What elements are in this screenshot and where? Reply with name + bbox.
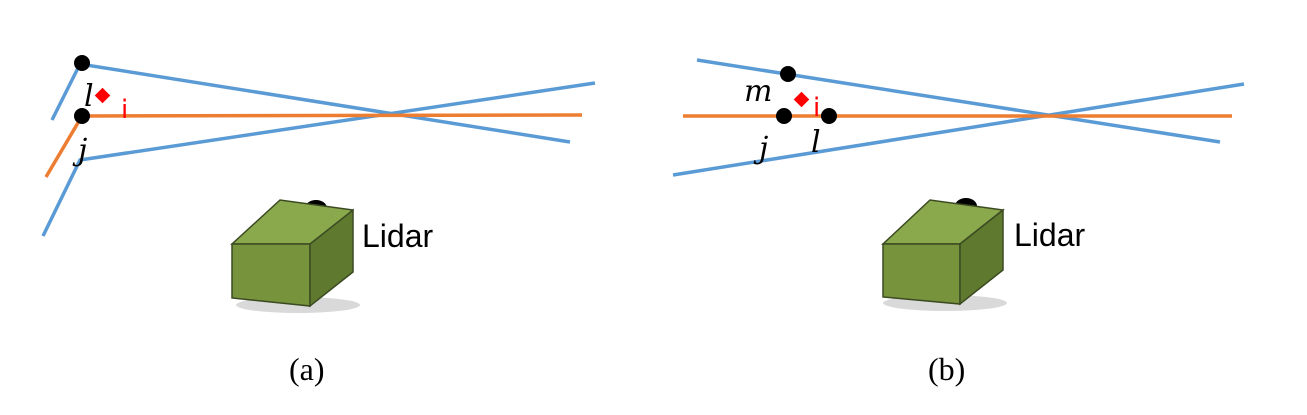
panel-b-point-j — [776, 108, 792, 124]
panel-b-lidar-box — [881, 198, 1007, 311]
panel-a: l j i Lidar (a) — [41, 55, 596, 387]
panel-a-point-j — [74, 108, 90, 124]
panel-b-label-l: l — [811, 125, 821, 160]
panel-a-lidar-box — [230, 199, 360, 313]
panel-a-lidar-side — [309, 208, 354, 308]
panel-b-lower-scan-line — [672, 82, 1245, 177]
panel-a-point-l — [74, 55, 90, 71]
panel-b-lidar-label: Lidar — [1014, 217, 1086, 253]
panel-a-label-i: i — [121, 95, 128, 125]
panel-b: m j l i Lidar (b) — [672, 58, 1245, 387]
panel-a-caption: (a) — [289, 351, 325, 387]
panel-a-upper-scan-line — [50, 62, 571, 144]
panel-a-lidar-label: Lidar — [362, 218, 434, 254]
panel-a-label-j: j — [72, 133, 87, 168]
panel-a-query-point — [94, 87, 111, 104]
panel-b-label-i: i — [813, 93, 820, 123]
panel-b-point-m — [780, 66, 796, 82]
panel-b-caption: (b) — [928, 351, 965, 387]
panel-b-lidar-front — [882, 243, 961, 305]
panel-b-point-l — [821, 108, 837, 124]
panel-a-lidar-front — [231, 243, 311, 307]
panel-b-lidar-side — [959, 208, 1004, 306]
panel-b-query-point — [793, 91, 810, 108]
panel-b-label-m: m — [744, 74, 772, 109]
panel-a-lower-scan-line — [41, 81, 596, 237]
panel-a-label-l: l — [84, 79, 94, 114]
